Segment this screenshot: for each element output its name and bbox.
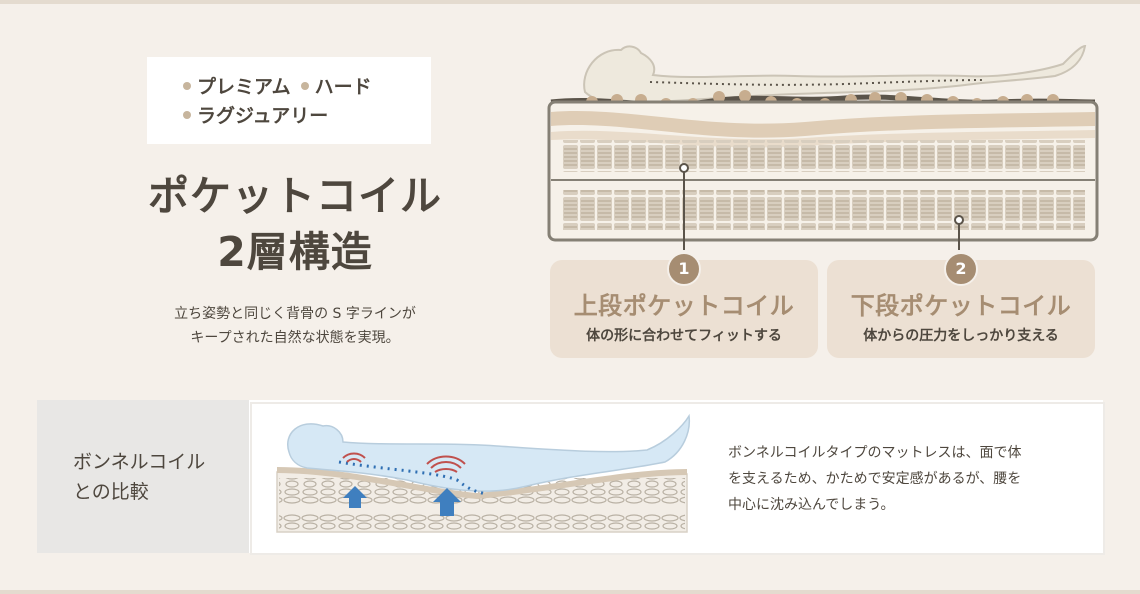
upper-layer-subtitle: 体の形に合わせてフィットする (586, 328, 782, 344)
grade-item-premium: プレミアム (183, 73, 291, 102)
bullet-icon (183, 111, 191, 119)
pocket-coil-mattress-illustration (547, 44, 1099, 250)
upper-coil-row (563, 140, 1085, 172)
comparison-label: ボンネルコイル との比較 (73, 451, 206, 503)
pressure-icon (342, 452, 466, 473)
grade-list: プレミアムハード ラグジュアリー (183, 73, 423, 131)
comparison-description: ボンネルコイルタイプのマットレスは、面で体 を支えるため、かためで安定感があるが… (728, 445, 1022, 513)
number-badge: 2 (944, 252, 978, 286)
comparison-label-area: ボンネルコイル との比較 (37, 400, 249, 553)
bullet-icon (183, 82, 191, 90)
spine-dotted-line (649, 79, 986, 86)
lower-coil-row (563, 190, 1085, 230)
sleeping-body-silhouette (287, 413, 691, 492)
main-heading-line1: ポケットコイル (148, 172, 442, 220)
main-description-line1: 立ち姿勢と同じく背骨の S 字ラインが (174, 306, 416, 322)
grade-box: プレミアムハード ラグジュアリー (147, 57, 431, 144)
bonnell-coil-illustration (276, 413, 691, 533)
grade-item-hard: ハード (300, 73, 372, 102)
bottom-border (0, 590, 1140, 594)
main-heading-line2: 2層構造 (217, 228, 373, 276)
main-description: 立ち姿勢と同じく背骨の S 字ラインが キープされた自然な状態を実現。 (120, 302, 470, 350)
grade-item-luxury: ラグジュアリー (183, 102, 328, 131)
number-badge: 1 (667, 252, 701, 286)
upper-layer-card: 1 上段ポケットコイル 体の形に合わせてフィットする (550, 252, 818, 358)
lower-layer-subtitle: 体からの圧力をしっかり支える (863, 328, 1059, 344)
upper-layer-title: 上段ポケットコイル (573, 292, 795, 320)
main-heading: ポケットコイル 2層構造 (120, 168, 470, 280)
spine-dotted-line (338, 460, 488, 496)
lower-layer-title: 下段ポケットコイル (850, 292, 1072, 320)
sleeping-body-silhouette (583, 44, 1087, 105)
lower-layer-card: 2 下段ポケットコイル 体からの圧力をしっかり支える (827, 252, 1095, 358)
bullet-icon (300, 82, 309, 90)
top-border (0, 0, 1140, 4)
support-arrow-icon (343, 486, 461, 516)
main-description-line2: キープされた自然な状態を実現。 (190, 330, 400, 346)
